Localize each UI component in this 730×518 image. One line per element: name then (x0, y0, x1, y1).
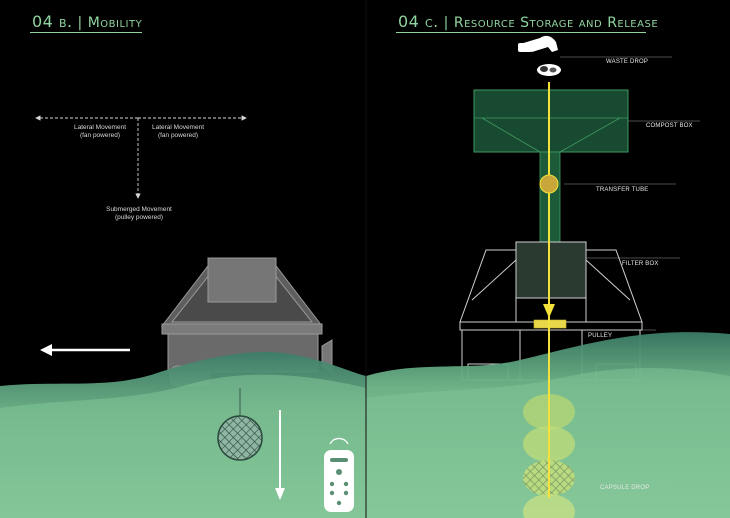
movement-arrows (35, 115, 247, 199)
resource-flow-line (539, 82, 559, 498)
lateral-left-label-line2: (fan powered) (79, 132, 121, 139)
resource-title: 04 c. | Resource Storage and Release (398, 12, 658, 31)
lateral-left-label-line1: Lateral Movement (73, 124, 127, 131)
submerged-label-line1: Submerged Movement (106, 206, 172, 213)
pulley-label: PULLEY (588, 333, 613, 339)
lateral-left-label: Lateral Movement (fan powered) (64, 124, 136, 140)
lateral-arrow (40, 344, 130, 356)
mobility-title-separator: | (77, 15, 88, 31)
capsule-drop-label: CAPSULE DROP (600, 485, 650, 491)
compost-box (473, 89, 629, 153)
hand-icon (518, 35, 558, 52)
mobility-title-number: 04 b. (32, 12, 73, 31)
compost-box-label: COMPOST BOX (646, 123, 693, 129)
food-waste-icon (537, 64, 561, 76)
left-water-wave (0, 374, 366, 518)
submerged-label-line2: (pulley powered) (114, 214, 164, 221)
filter-box-label: FILTER BOX (622, 261, 659, 267)
filter-box-frame (459, 241, 643, 381)
resource-title-number: 04 c. (398, 12, 439, 31)
resource-title-separator: | (443, 15, 454, 31)
lateral-right-label-line2: (fan powered) (157, 132, 199, 139)
waste-drop-label: WASTE DROP (606, 59, 649, 65)
lateral-right-label-line1: Lateral Movement (151, 124, 205, 131)
mobility-title: 04 b. | Mobility (32, 12, 142, 31)
mobility-title-rule (30, 32, 142, 33)
submerged-label: Submerged Movement (pulley powered) (94, 206, 184, 222)
mobility-title-text: Mobility (87, 15, 143, 31)
mesh-capsule (217, 388, 263, 461)
resource-title-text: Resource Storage and Release (453, 15, 659, 31)
remote-control-icon (324, 437, 354, 512)
lateral-right-label: Lateral Movement (fan powered) (142, 124, 214, 140)
transfer-tube-label: TRANSFER TUBE (596, 187, 649, 193)
descend-arrow (275, 410, 285, 500)
resource-title-rule (396, 32, 646, 33)
